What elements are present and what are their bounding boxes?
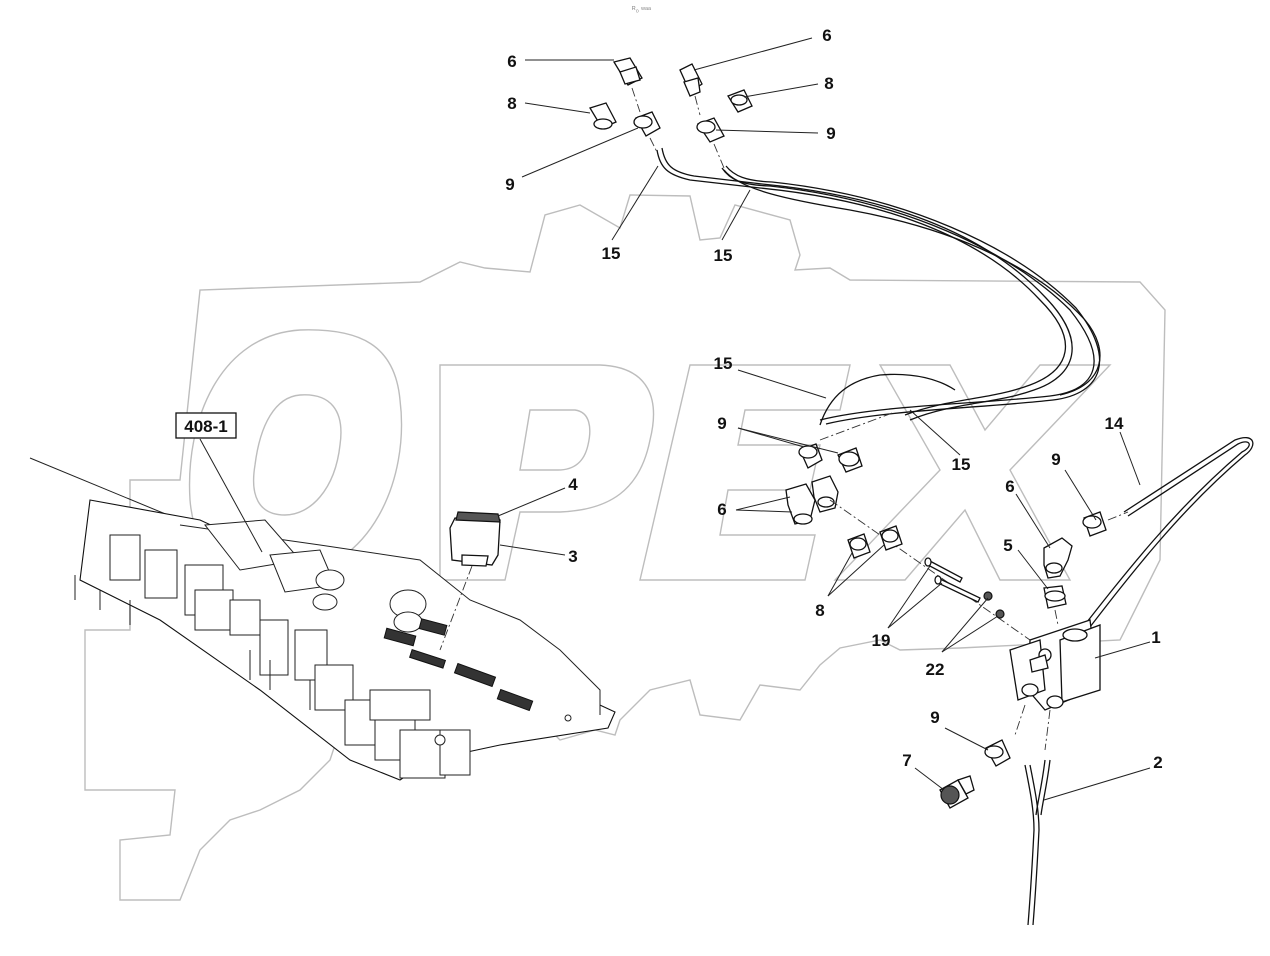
callout-22[interactable]: 22: [926, 660, 945, 679]
nut-9-top-left[interactable]: [633, 111, 661, 153]
callout-9-top-left[interactable]: 9: [505, 175, 514, 194]
reference-tag-label: 408-1: [184, 417, 227, 436]
leader-lines: [497, 37, 1151, 801]
top-caption: ᴿ₀ ʷᵃᵃ: [632, 5, 652, 14]
callout-14[interactable]: 14: [1105, 414, 1124, 433]
nut-9-mid-left[interactable]: [798, 443, 823, 469]
callout-8-top-left[interactable]: 8: [507, 94, 516, 113]
fitting-8-mid-left[interactable]: [847, 533, 871, 559]
fitting-8-mid-right[interactable]: [879, 525, 903, 551]
nut-9-top-right[interactable]: [696, 117, 725, 169]
hose-15-top-assembly[interactable]: [656, 147, 1101, 426]
callout-6-top-right[interactable]: 6: [822, 26, 831, 45]
nut-9-right[interactable]: [1082, 511, 1107, 537]
callout-6-mid[interactable]: 6: [717, 500, 726, 519]
hose-14[interactable]: [1075, 437, 1254, 641]
control-panel-assembly: [29, 457, 616, 781]
elbow-fitting-6-right[interactable]: [1043, 537, 1073, 579]
fitting-5[interactable]: [1043, 585, 1067, 609]
callout-6-right[interactable]: 6: [1005, 477, 1014, 496]
elbow-fitting-6-mid-left[interactable]: [785, 483, 816, 525]
watermark-letter-x: [833, 364, 1112, 581]
callout-7[interactable]: 7: [902, 751, 911, 770]
callout-2[interactable]: 2: [1153, 753, 1162, 772]
hose-2[interactable]: [1024, 759, 1051, 926]
fitting-7[interactable]: [939, 775, 975, 809]
callout-9-top-right[interactable]: 9: [826, 124, 835, 143]
callout-19[interactable]: 19: [872, 631, 891, 650]
fitting-6-top-right[interactable]: [679, 63, 703, 116]
callout-15-mid[interactable]: 15: [714, 354, 733, 373]
watermark-letter-p: [439, 364, 655, 581]
fitting-8-top-right[interactable]: [727, 89, 753, 113]
callout-6-top-left[interactable]: 6: [507, 52, 516, 71]
callout-labels: 6 6 8 8 9 9 15 15 15 15 9 6 8 19 22 4 3 …: [505, 26, 1162, 772]
watermark-letter-e: [639, 364, 851, 581]
callout-8-top-right[interactable]: 8: [824, 74, 833, 93]
callout-15-mid-right[interactable]: 15: [952, 455, 971, 474]
valve-block-1[interactable]: [1009, 619, 1101, 711]
bolts-19[interactable]: [924, 557, 981, 603]
fitting-6-top-left[interactable]: [612, 57, 643, 113]
callout-9-mid[interactable]: 9: [717, 414, 726, 433]
rocker-switch-part[interactable]: [439, 511, 501, 651]
callout-15-left[interactable]: 15: [602, 244, 621, 263]
washers-22[interactable]: [983, 591, 1005, 619]
fitting-8-top-left[interactable]: [589, 102, 617, 130]
callout-9-bottom[interactable]: 9: [930, 708, 939, 727]
callout-3[interactable]: 3: [568, 547, 577, 566]
reference-tag-408-1[interactable]: 408-1: [175, 412, 263, 553]
callout-8-mid[interactable]: 8: [815, 601, 824, 620]
nut-9-mid-right[interactable]: [837, 447, 863, 473]
elbow-fitting-6-mid-right[interactable]: [811, 475, 839, 513]
callout-5[interactable]: 5: [1003, 536, 1012, 555]
nut-9-bottom[interactable]: [984, 739, 1011, 767]
callout-15-right[interactable]: 15: [714, 246, 733, 265]
callout-4[interactable]: 4: [568, 475, 578, 494]
callout-9-right[interactable]: 9: [1051, 450, 1060, 469]
callout-1[interactable]: 1: [1151, 628, 1160, 647]
